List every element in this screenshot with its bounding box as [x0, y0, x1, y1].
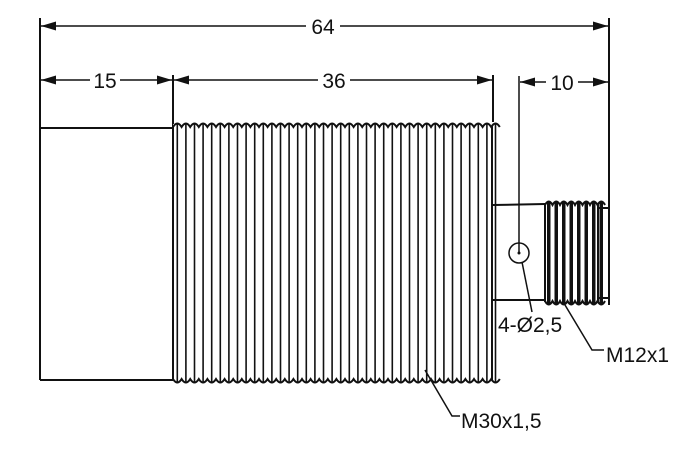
dim-label-connector: 10 — [550, 72, 573, 95]
dim-label-thread: 36 — [322, 70, 345, 93]
sensor-body — [40, 127, 173, 381]
connector-neck — [492, 203, 546, 301]
callout-holes: 4-Ø2,5 — [498, 314, 562, 337]
main-thread — [172, 122, 501, 384]
callout-main-thread: M30x1,5 — [461, 410, 542, 433]
connector-thread — [544, 200, 610, 306]
dim-label-body: 15 — [93, 70, 116, 93]
callout-connector-thread: M12x1 — [606, 344, 669, 367]
leader-lines — [424, 261, 604, 417]
mounting-hole — [508, 242, 530, 264]
dim-label-overall: 64 — [311, 16, 335, 39]
